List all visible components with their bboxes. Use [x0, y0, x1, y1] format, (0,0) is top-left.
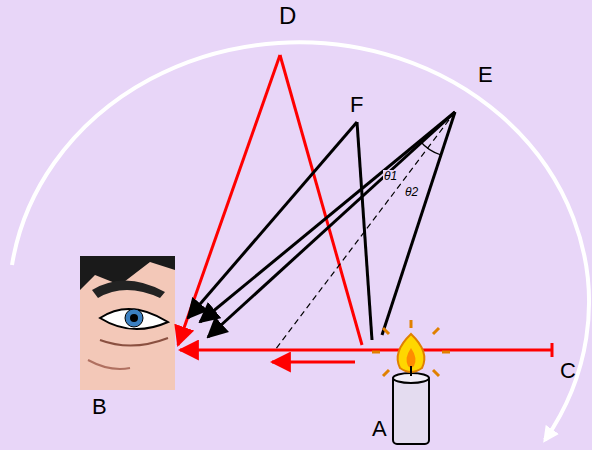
- black-rays: [188, 112, 455, 340]
- candle-figure: [372, 320, 450, 444]
- angle-arc: [420, 141, 441, 155]
- eye-figure: [80, 256, 175, 390]
- point-label: D: [279, 4, 296, 28]
- normal-line: [275, 112, 455, 350]
- red-rays: [178, 55, 552, 362]
- point-label: C: [560, 360, 576, 382]
- point-label: F: [350, 94, 363, 116]
- point-label: E: [478, 64, 493, 86]
- angle-label: θ1: [383, 170, 398, 182]
- reflecting-arc: [12, 42, 589, 440]
- point-label: B: [92, 396, 107, 418]
- angle-label: θ2: [404, 186, 419, 198]
- point-label: A: [372, 418, 387, 440]
